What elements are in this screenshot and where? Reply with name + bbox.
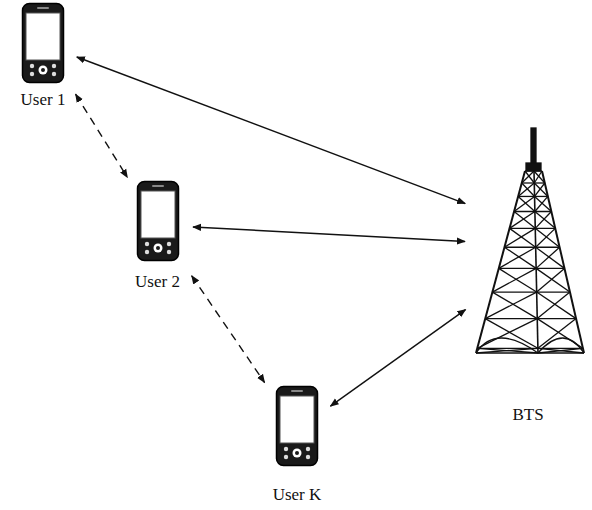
tower-icon: [468, 125, 588, 375]
phone-icon: [136, 180, 180, 262]
user-phone: User 1: [12, 2, 74, 110]
cellular-link: [77, 57, 465, 204]
d2d-link: [76, 94, 128, 177]
user-phone: User 2: [125, 180, 190, 292]
node-label: User 2: [135, 272, 180, 292]
phone-icon: [275, 385, 319, 467]
d2d-link: [192, 276, 265, 383]
base-station: BTS: [468, 125, 588, 425]
node-label: User 1: [21, 90, 66, 110]
node-label: BTS: [512, 405, 543, 425]
phone-icon: [21, 2, 65, 84]
node-label: User K: [273, 485, 322, 505]
cellular-link: [193, 227, 465, 242]
cellular-link: [330, 310, 465, 407]
user-phone: User K: [266, 385, 328, 505]
